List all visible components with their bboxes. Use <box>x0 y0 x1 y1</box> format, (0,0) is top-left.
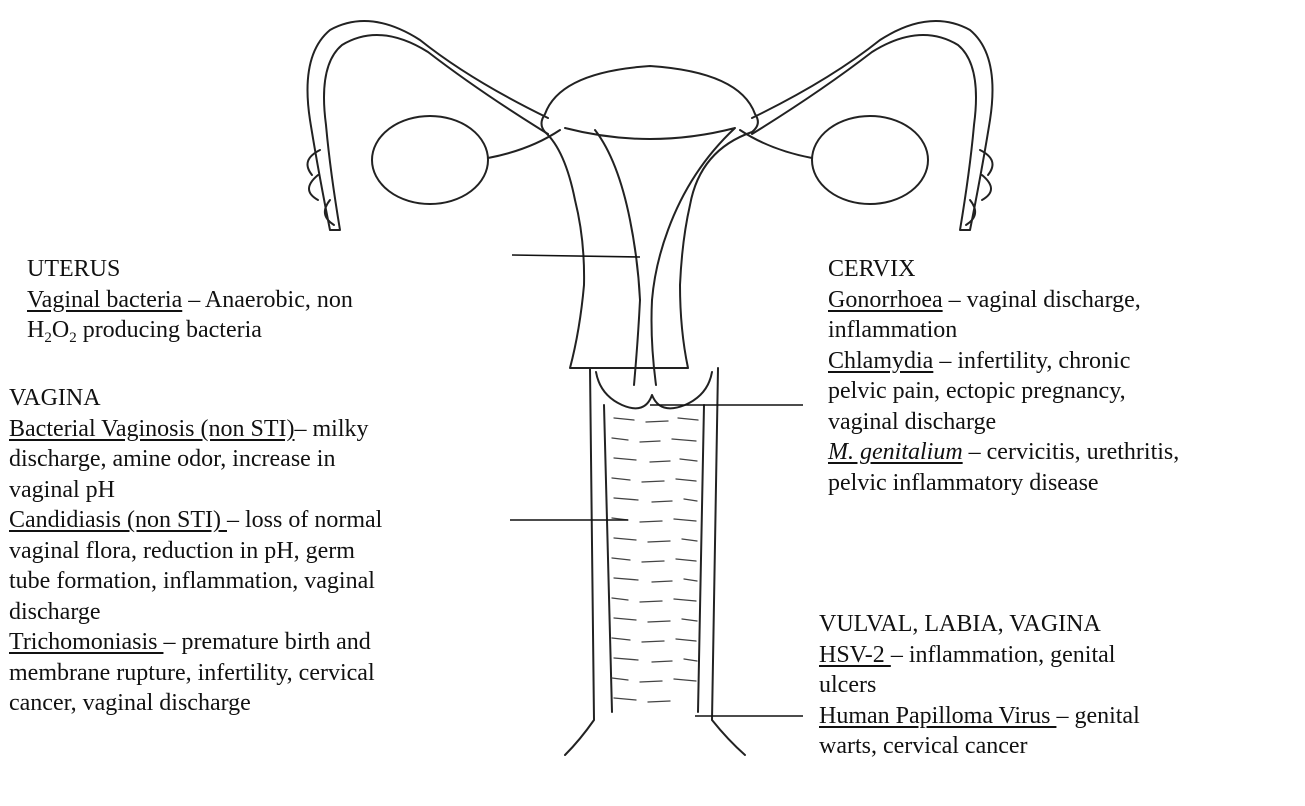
hpv-entry: Human Papilloma Virus – genital <box>819 701 1140 732</box>
vaginal-rugae <box>612 418 698 702</box>
bv-line-3: vaginal pH <box>9 475 382 506</box>
cervix-heading: CERVIX <box>828 254 1179 285</box>
hsv-desc: – inflammation, genital <box>891 642 1116 668</box>
chlamydia-line-2: pelvic pain, ectopic pregnancy, <box>828 376 1179 407</box>
vulval-heading: VULVAL, LABIA, VAGINA <box>819 609 1140 640</box>
bv-name: Bacterial Vaginosis (non STI) <box>9 416 295 442</box>
gonorrhoea-desc: – vaginal discharge, <box>943 287 1141 313</box>
mgen-line-2: pelvic inflammatory disease <box>828 468 1179 499</box>
candidiasis-entry: Candidiasis (non STI) – loss of normal <box>9 505 382 536</box>
right-ovarian-ligament <box>740 130 812 158</box>
h2o2-rest: producing bacteria <box>77 317 262 343</box>
chlamydia-line-3: vaginal discharge <box>828 407 1179 438</box>
vagina-heading: VAGINA <box>9 383 382 414</box>
left-ovarian-ligament <box>488 130 560 158</box>
gonorrhoea-name: Gonorrhoea <box>828 287 943 313</box>
tricho-name: Trichomoniasis <box>9 629 163 655</box>
hsv-name: HSV-2 <box>819 642 891 668</box>
right-fallopian-tube <box>752 21 993 230</box>
h2o2-h: H <box>27 317 44 343</box>
vaginal-fornix <box>596 372 712 408</box>
right-ovary <box>812 116 928 204</box>
mgen-desc: – cervicitis, urethritis, <box>963 439 1180 465</box>
tricho-line-2: membrane rupture, infertility, cervical <box>9 658 382 689</box>
candidiasis-line-2: vaginal flora, reduction in pH, germ <box>9 536 382 567</box>
bv-desc: – milky <box>295 416 369 442</box>
chlamydia-name: Chlamydia <box>828 348 933 374</box>
cervix-label-block: CERVIX Gonorrhoea – vaginal discharge, i… <box>828 254 1179 498</box>
uterus-leader-line <box>512 255 640 257</box>
tricho-entry: Trichomoniasis – premature birth and <box>9 627 382 658</box>
h2o2-sub-1: 2 <box>44 330 52 346</box>
candidiasis-line-3: tube formation, inflammation, vaginal <box>9 566 382 597</box>
hsv-line-2: ulcers <box>819 670 1140 701</box>
gonorrhoea-entry: Gonorrhoea – vaginal discharge, <box>828 285 1179 316</box>
chlamydia-desc: – infertility, chronic <box>933 348 1130 374</box>
tricho-desc: – premature birth and <box>163 629 370 655</box>
candidiasis-name: Candidiasis (non STI) <box>9 507 227 533</box>
candidiasis-line-4: discharge <box>9 597 382 628</box>
vagina-label-block: VAGINA Bacterial Vaginosis (non STI)– mi… <box>9 383 382 719</box>
hpv-name: Human Papilloma Virus <box>819 703 1056 729</box>
left-ovary <box>372 116 488 204</box>
candidiasis-desc: – loss of normal <box>227 507 382 533</box>
mgen-entry: M. genitalium – cervicitis, urethritis, <box>828 437 1179 468</box>
left-fallopian-tube <box>308 21 549 230</box>
hpv-desc: – genital <box>1056 703 1139 729</box>
chlamydia-entry: Chlamydia – infertility, chronic <box>828 346 1179 377</box>
uterus-heading: UTERUS <box>27 254 353 285</box>
h2o2-line: H2O2 producing bacteria <box>27 315 353 346</box>
cervical-canal <box>634 300 656 385</box>
uterus-label-block: UTERUS Vaginal bacteria – Anaerobic, non… <box>27 254 353 346</box>
h2o2-o: O <box>52 317 69 343</box>
hpv-line-2: warts, cervical cancer <box>819 731 1140 762</box>
vaginal-bacteria-entry: Vaginal bacteria – Anaerobic, non <box>27 285 353 316</box>
vulval-label-block: VULVAL, LABIA, VAGINA HSV-2 – inflammati… <box>819 609 1140 762</box>
mgen-name: M. genitalium <box>828 439 963 465</box>
vaginal-bacteria-desc: – Anaerobic, non <box>182 287 353 313</box>
bv-line-2: discharge, amine odor, increase in <box>9 444 382 475</box>
h2o2-sub-2: 2 <box>69 330 77 346</box>
uterus-body-outline <box>542 66 758 368</box>
tricho-line-3: cancer, vaginal discharge <box>9 688 382 719</box>
gonorrhoea-line-2: inflammation <box>828 315 1179 346</box>
hsv-entry: HSV-2 – inflammation, genital <box>819 640 1140 671</box>
uterine-cavity <box>565 128 735 300</box>
bv-entry: Bacterial Vaginosis (non STI)– milky <box>9 414 382 445</box>
vaginal-bacteria-name: Vaginal bacteria <box>27 287 182 313</box>
